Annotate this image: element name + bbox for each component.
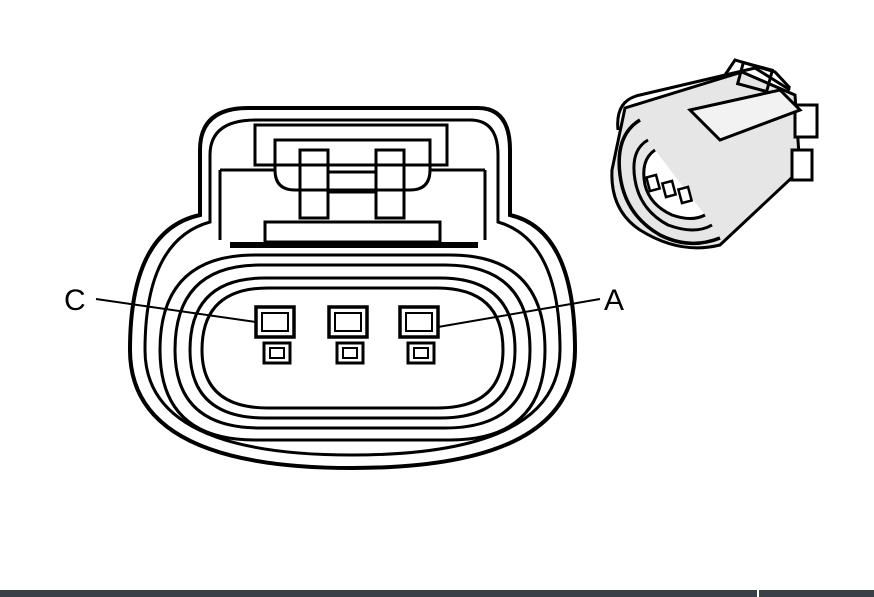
inset-terminal-cavities [644, 173, 694, 205]
latch-base [263, 220, 442, 244]
latch-slot-left [298, 148, 330, 220]
latch-body [273, 138, 432, 192]
leader-line-c [95, 298, 257, 323]
latch-bar [326, 170, 378, 194]
mating-face-ring-1 [158, 253, 547, 442]
mating-face-ring-2 [173, 263, 532, 430]
latch-frame [253, 123, 449, 167]
bottom-border-divider [757, 590, 759, 597]
connector-perspective-inset [610, 58, 819, 250]
mating-face-ring-4 [200, 286, 505, 410]
latch-ramp [218, 168, 487, 240]
bottom-border-bar [0, 590, 874, 597]
terminal-cavity-c [254, 305, 296, 365]
pin-label-c: C [64, 284, 86, 317]
latch-slot-right [374, 148, 406, 220]
connector-outer-shell-inner [143, 118, 562, 457]
pin-label-a: A [604, 284, 624, 317]
leader-line-a [437, 298, 601, 328]
mating-face-ring-3 [188, 276, 517, 420]
terminal-cavity-a [398, 305, 440, 365]
terminal-cavity-b [327, 305, 369, 365]
connector-outer-shell [127, 106, 578, 471]
